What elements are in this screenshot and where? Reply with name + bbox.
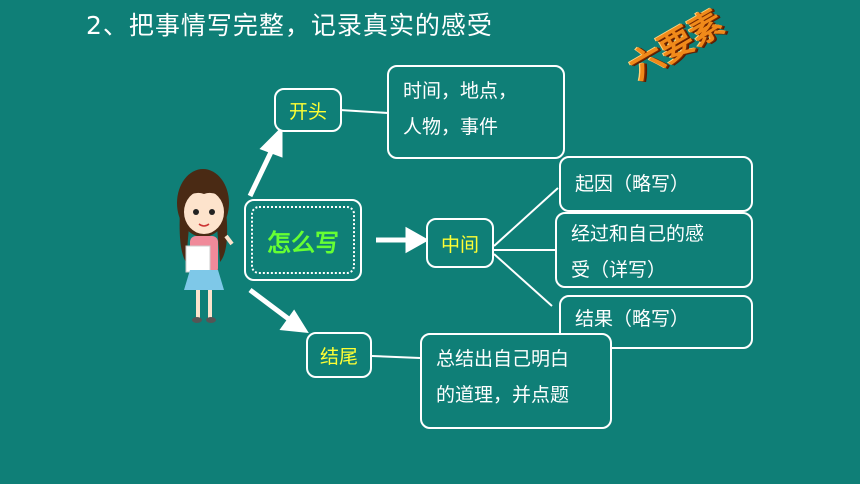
- detail-beginning-line2: 人物，事件: [403, 116, 499, 138]
- arrow-to-beginning: [247, 148, 275, 198]
- detail-process-line2: 受（详写）: [571, 259, 667, 281]
- arrow-head-middle: [405, 226, 430, 254]
- detail-cause: 起因（略写）: [559, 156, 753, 212]
- detail-ending: 总结出自己明白 的道理，并点题: [420, 333, 612, 429]
- detail-cause-text: 起因（略写）: [575, 173, 690, 195]
- how-to-write-box: 怎么写: [244, 199, 362, 281]
- how-to-write-label: 怎么写: [251, 206, 355, 274]
- arrow-to-ending: [248, 288, 292, 322]
- arrow-head-beginning: [259, 125, 283, 158]
- detail-ending-line2: 的道理，并点题: [436, 384, 570, 406]
- slide-title: 2、把事情写完整，记录真实的感受: [86, 11, 493, 40]
- node-ending: 结尾: [306, 332, 372, 378]
- detail-ending-line1: 总结出自己明白: [436, 348, 570, 370]
- detail-process-line1: 经过和自己的感: [571, 223, 705, 245]
- arrow-head-ending: [279, 309, 309, 333]
- node-beginning: 开头: [274, 88, 342, 132]
- detail-beginning-line1: 时间，地点，: [403, 80, 518, 102]
- detail-process: 经过和自己的感 受（详写）: [555, 212, 753, 288]
- detail-beginning: 时间，地点， 人物，事件: [387, 65, 565, 159]
- detail-result: 结果（略写）: [559, 295, 753, 349]
- girl-illustration: [177, 169, 234, 323]
- detail-result-text: 结果（略写）: [575, 308, 690, 330]
- node-middle: 中间: [426, 218, 494, 268]
